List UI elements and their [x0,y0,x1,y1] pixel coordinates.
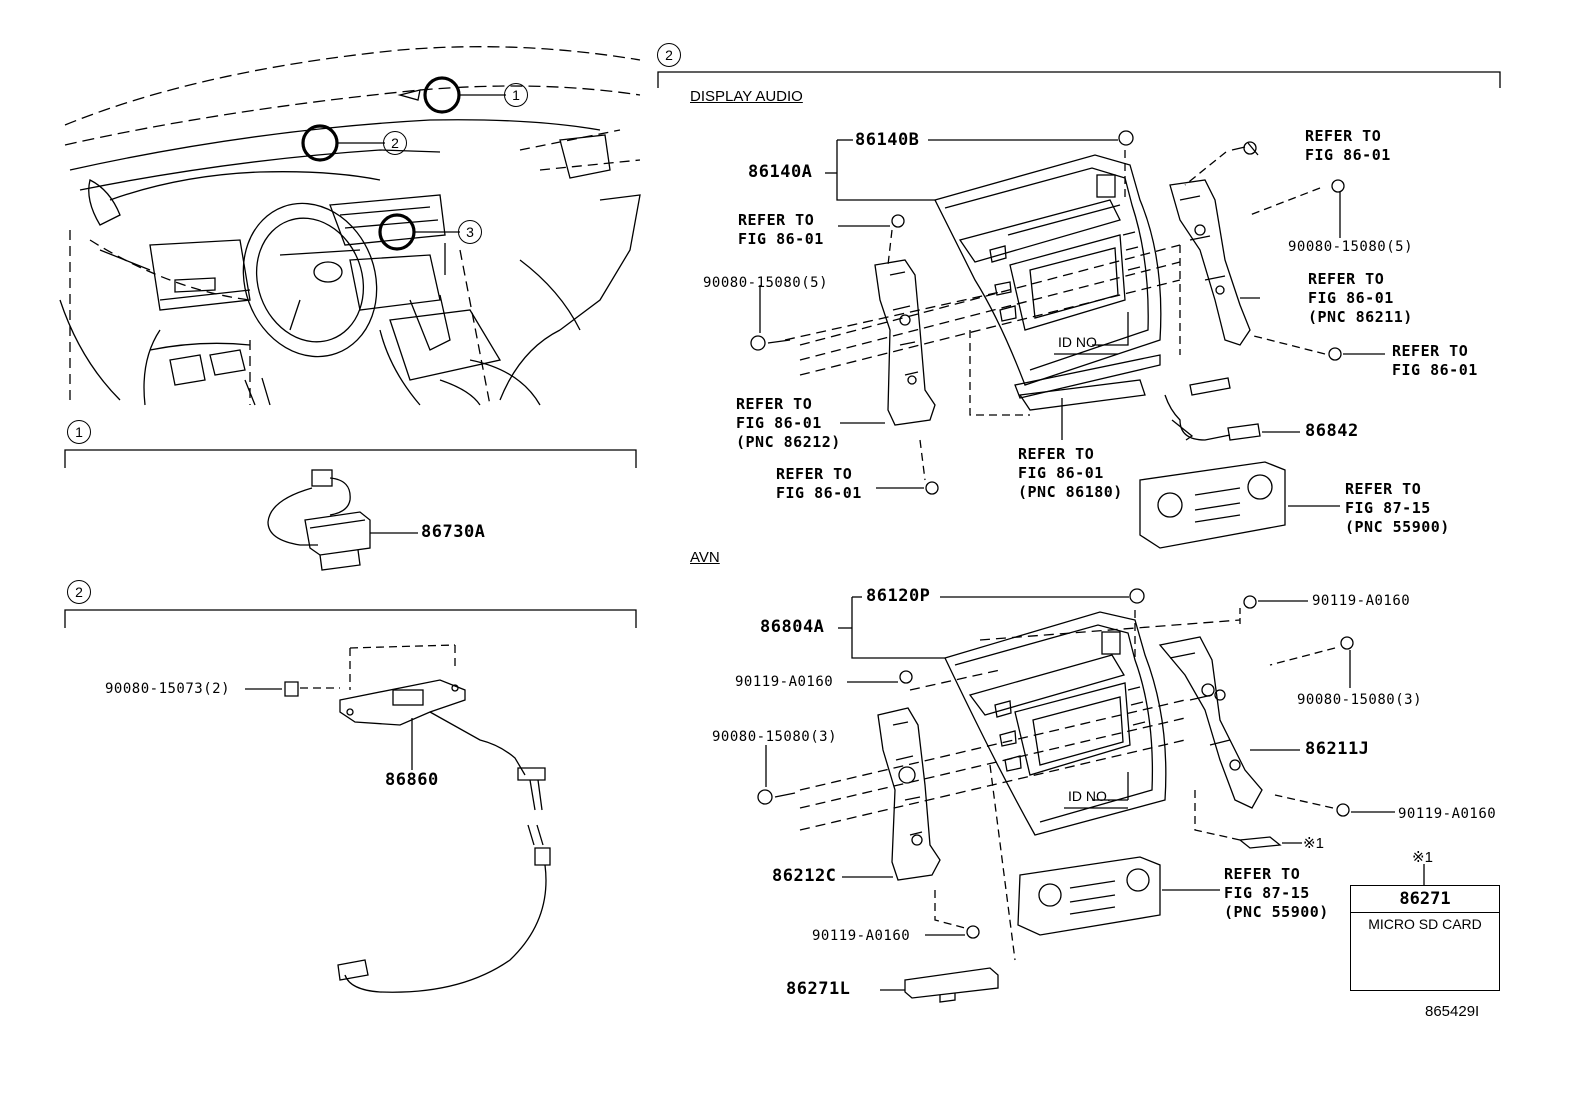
part-90119-bottom-label: 90119-A0160 [812,928,911,944]
part-90080-15080-right-label: 90080-15080(5) [1288,239,1414,255]
part-86271L-label: 86271L [786,979,851,999]
part-86120P-label: 86120P [866,586,931,606]
part-86140A-label: 86140A [748,162,813,182]
part-90119-right-low-label: 90119-A0160 [1398,806,1497,822]
id-no-da-label: ID NO. [1058,334,1101,350]
avn-drawing [757,588,1441,1003]
part-86140B-label: 86140B [855,130,920,150]
part-86860-label: 86860 [385,770,439,790]
part-86212C-label: 86212C [772,866,837,886]
part-90080-15080-3-left-label: 90080-15080(3) [712,729,838,745]
part-86730A-drawing [267,469,418,571]
part-90080-15073-label: 90080-15073(2) [105,681,231,697]
refer-da-left-mid-label: REFER TO FIG 86-01 (PNC 86212) [736,395,841,451]
section-2-left-marker: 2 [67,580,91,604]
part-90119-top-right-label: 90119-A0160 [1312,593,1411,609]
refer-da-left-low-label: REFER TO FIG 86-01 [776,465,862,502]
part-86211J-label: 86211J [1305,739,1370,759]
refer-da-right-low-label: REFER TO FIG 86-01 [1392,342,1478,379]
sd-part-number: 86271 [1351,886,1499,913]
dashboard-illustration [59,46,641,406]
refer-da-climate-label: REFER TO FIG 87-15 (PNC 55900) [1345,480,1450,536]
avn-heading: AVN [690,549,720,566]
section-1-marker: 1 [67,420,91,444]
id-no-avn-label: ID NO. [1068,788,1111,804]
refer-da-left-top-label: REFER TO FIG 86-01 [738,211,824,248]
part-86842-label: 86842 [1305,421,1359,441]
part-90080-15080-3-right-label: 90080-15080(3) [1297,692,1423,708]
ref-mark-label: ※1 [1303,835,1324,852]
micro-sd-card-box: 86271 MICRO SD CARD [1350,885,1500,991]
callout-3: 3 [458,220,482,244]
part-86730A-label: 86730A [421,522,486,542]
sd-caption: MICRO SD CARD [1368,916,1482,932]
refer-da-bottom-label: REFER TO FIG 86-01 (PNC 86180) [1018,445,1123,501]
part-86804A-label: 86804A [760,617,825,637]
part-90119-left-label: 90119-A0160 [735,674,834,690]
part-86860-drawing [245,644,551,993]
refer-da-top-right-label: REFER TO FIG 86-01 [1305,127,1391,164]
display-audio-heading: DISPLAY AUDIO [690,88,803,105]
refer-avn-climate-label: REFER TO FIG 87-15 (PNC 55900) [1224,865,1329,921]
section-2-right-marker: 2 [657,43,681,67]
callout-1: 1 [504,83,528,107]
part-90080-15080-left-label: 90080-15080(5) [703,275,829,291]
display-audio-drawing [750,130,1385,549]
figure-id: 865429I [1425,1003,1480,1020]
refer-da-right-mid-label: REFER TO FIG 86-01 (PNC 86211) [1308,270,1413,326]
sd-box-mark: ※1 [1412,849,1433,866]
callout-2: 2 [383,131,407,155]
